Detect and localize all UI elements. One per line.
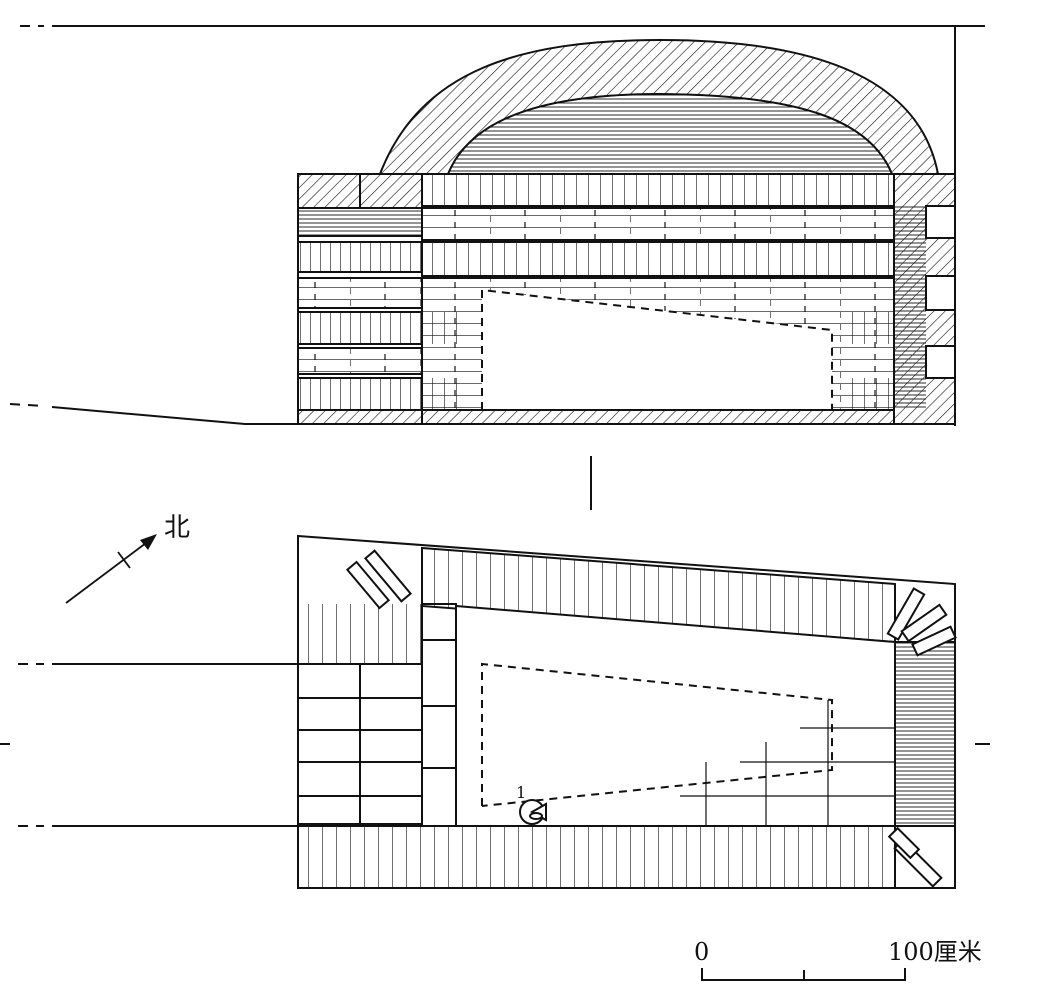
plan-view: 1 — [0, 534, 990, 889]
vault-fill — [446, 93, 894, 175]
ground-line-bottom — [51, 406, 298, 425]
chamber-dashed-outline — [481, 662, 833, 807]
east-wall — [894, 641, 956, 827]
north-arrow: 北 — [65, 513, 190, 604]
chamber-floor — [455, 604, 896, 827]
elevation-view — [9, 25, 985, 426]
base-course — [297, 409, 895, 425]
find-number: 1 — [516, 783, 526, 802]
niche-dashed-outline — [481, 288, 833, 410]
scale-zero-label: 0 — [694, 938, 709, 966]
ground-line-bottom-dash — [9, 403, 45, 407]
scale-max-label: 100厘米 — [888, 938, 982, 966]
find-vessel-icon — [519, 799, 547, 825]
north-label: 北 — [164, 513, 190, 543]
scale-bar: 0 100厘米 — [694, 938, 982, 981]
south-wall — [297, 825, 896, 889]
